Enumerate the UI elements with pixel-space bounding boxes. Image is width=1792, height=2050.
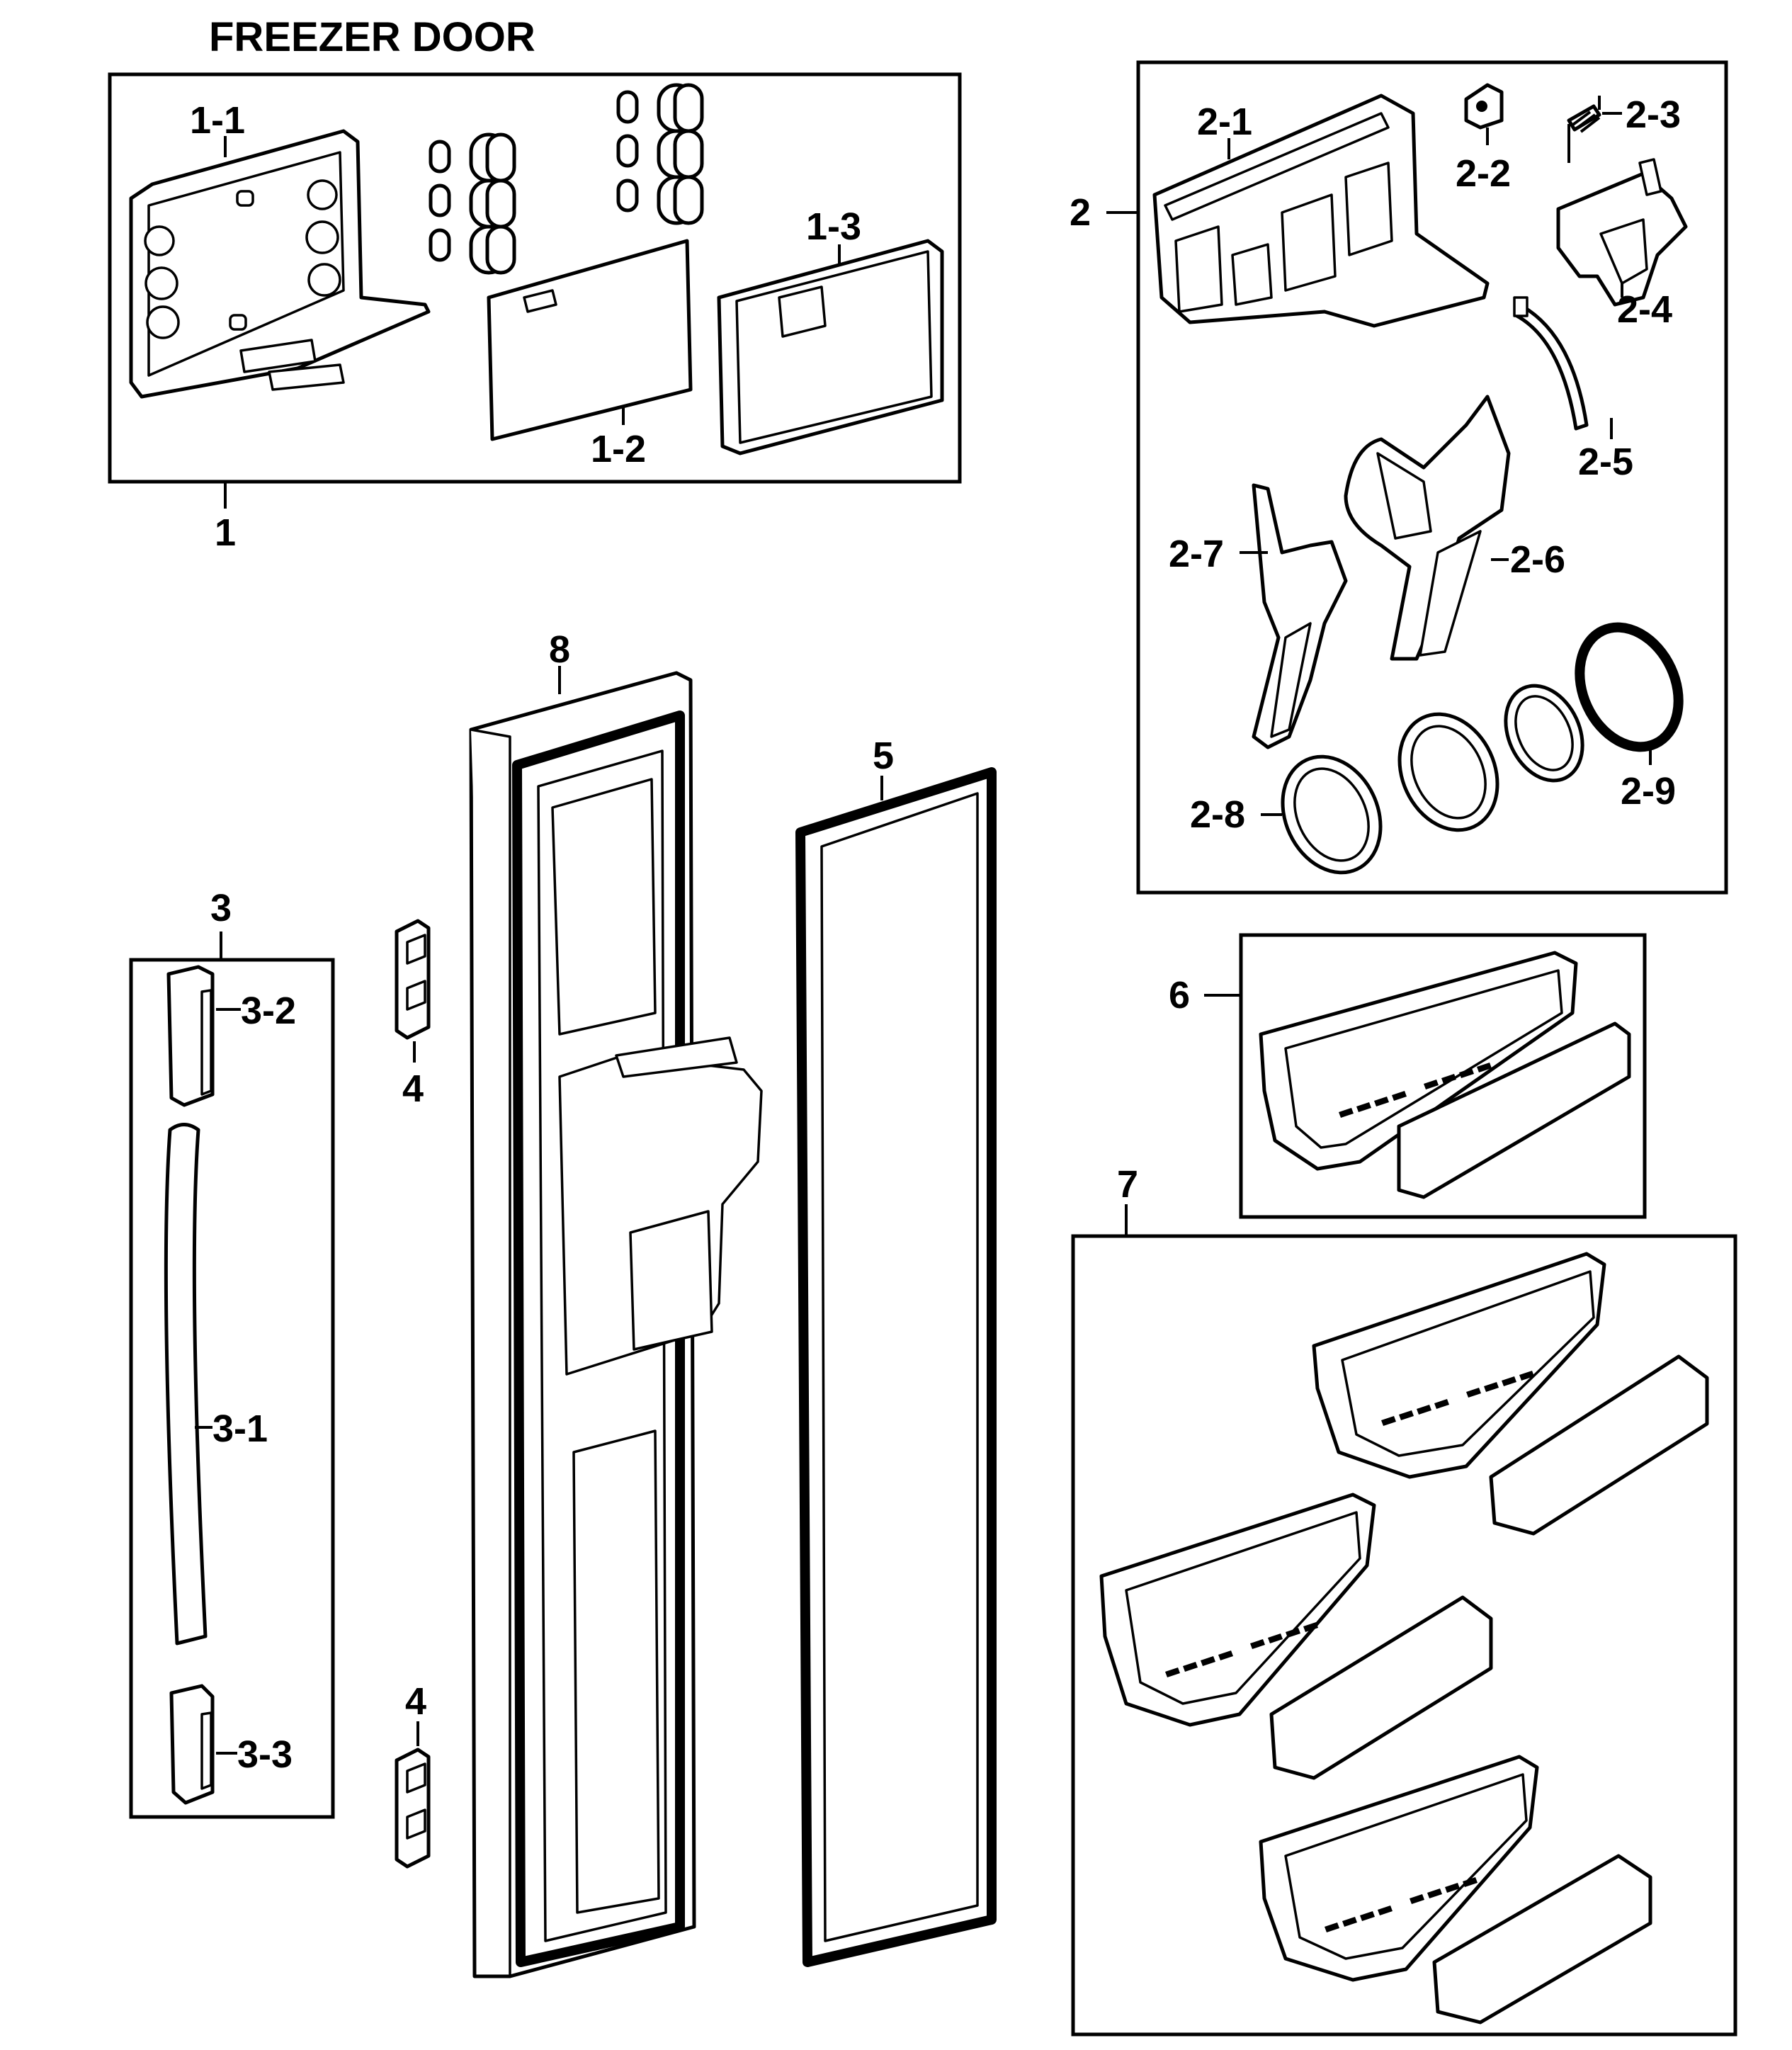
part-5-gasket xyxy=(795,767,997,1967)
label-2-3: 2-3 xyxy=(1626,94,1681,136)
group-6-frame xyxy=(1239,933,1647,1219)
label-3-2: 3-2 xyxy=(241,990,296,1032)
label-7: 7 xyxy=(1117,1163,1138,1206)
grommets-small xyxy=(429,83,704,275)
label-6: 6 xyxy=(1169,974,1190,1016)
label-4-lower: 4 xyxy=(405,1680,426,1723)
part-3-3-end-cap xyxy=(169,1684,215,1805)
part-1-3-cover xyxy=(717,239,944,455)
group-3-frame xyxy=(129,958,335,1819)
part-1-1-bracket xyxy=(129,129,431,399)
group-6: 6 xyxy=(1169,933,1647,1219)
part-1-2-plate xyxy=(487,239,693,441)
label-2-1: 2-1 xyxy=(1197,101,1252,143)
group-7: 7 xyxy=(1071,1163,1737,2037)
part-2-3-spring xyxy=(1567,96,1601,163)
label-3-3: 3-3 xyxy=(237,1733,293,1776)
part-2-4-lever xyxy=(1556,158,1688,307)
label-2-7: 2-7 xyxy=(1169,533,1224,575)
label-2-8: 2-8 xyxy=(1190,793,1245,836)
label-8: 8 xyxy=(549,628,570,671)
part-2-7-arm xyxy=(1252,483,1348,749)
label-3-1: 3-1 xyxy=(212,1408,268,1450)
part-8-door xyxy=(469,671,763,1978)
part-7-shelf-2 xyxy=(1099,1493,1493,1780)
label-2-9: 2-9 xyxy=(1621,770,1676,812)
seals xyxy=(1281,622,1684,875)
part-2-6-chute xyxy=(1344,395,1511,661)
part-3-1-handle-bar xyxy=(164,1123,208,1646)
group-2-frame xyxy=(1136,60,1728,895)
label-3: 3 xyxy=(210,887,232,929)
label-2: 2 xyxy=(1070,191,1091,234)
label-1-3: 1-3 xyxy=(806,205,861,248)
label-1: 1 xyxy=(215,511,236,554)
group-2: 2 2-1 2-2 2-3 xyxy=(1070,60,1728,895)
group-3: 3 3-2 3-1 3-3 xyxy=(129,887,335,1819)
part-2-1-dispenser-frame xyxy=(1152,94,1490,328)
label-1-2: 1-2 xyxy=(591,428,646,470)
label-2-4: 2-4 xyxy=(1617,288,1672,331)
group-1: 1 1-1 xyxy=(108,72,962,554)
label-5: 5 xyxy=(873,735,894,777)
part-7-shelf-1 xyxy=(1312,1252,1709,1536)
part-3-2-end-cap xyxy=(166,965,215,1107)
label-2-2: 2-2 xyxy=(1456,152,1511,195)
part-4-hinge-upper xyxy=(395,919,431,1040)
label-2-5: 2-5 xyxy=(1578,441,1633,483)
group-7-frame xyxy=(1071,1234,1737,2037)
group-1-frame xyxy=(108,72,962,484)
label-1-1: 1-1 xyxy=(190,99,245,142)
part-6-shelf xyxy=(1259,951,1631,1199)
diagram-title: FREEZER DOOR xyxy=(209,14,535,60)
part-4-hinge-lower xyxy=(395,1748,431,1869)
part-2-2-clip xyxy=(1464,83,1504,130)
part-7-shelf-3 xyxy=(1259,1755,1652,2024)
label-2-6: 2-6 xyxy=(1510,538,1565,581)
label-4-upper: 4 xyxy=(402,1068,424,1110)
part-2-5-strip xyxy=(1513,296,1589,431)
